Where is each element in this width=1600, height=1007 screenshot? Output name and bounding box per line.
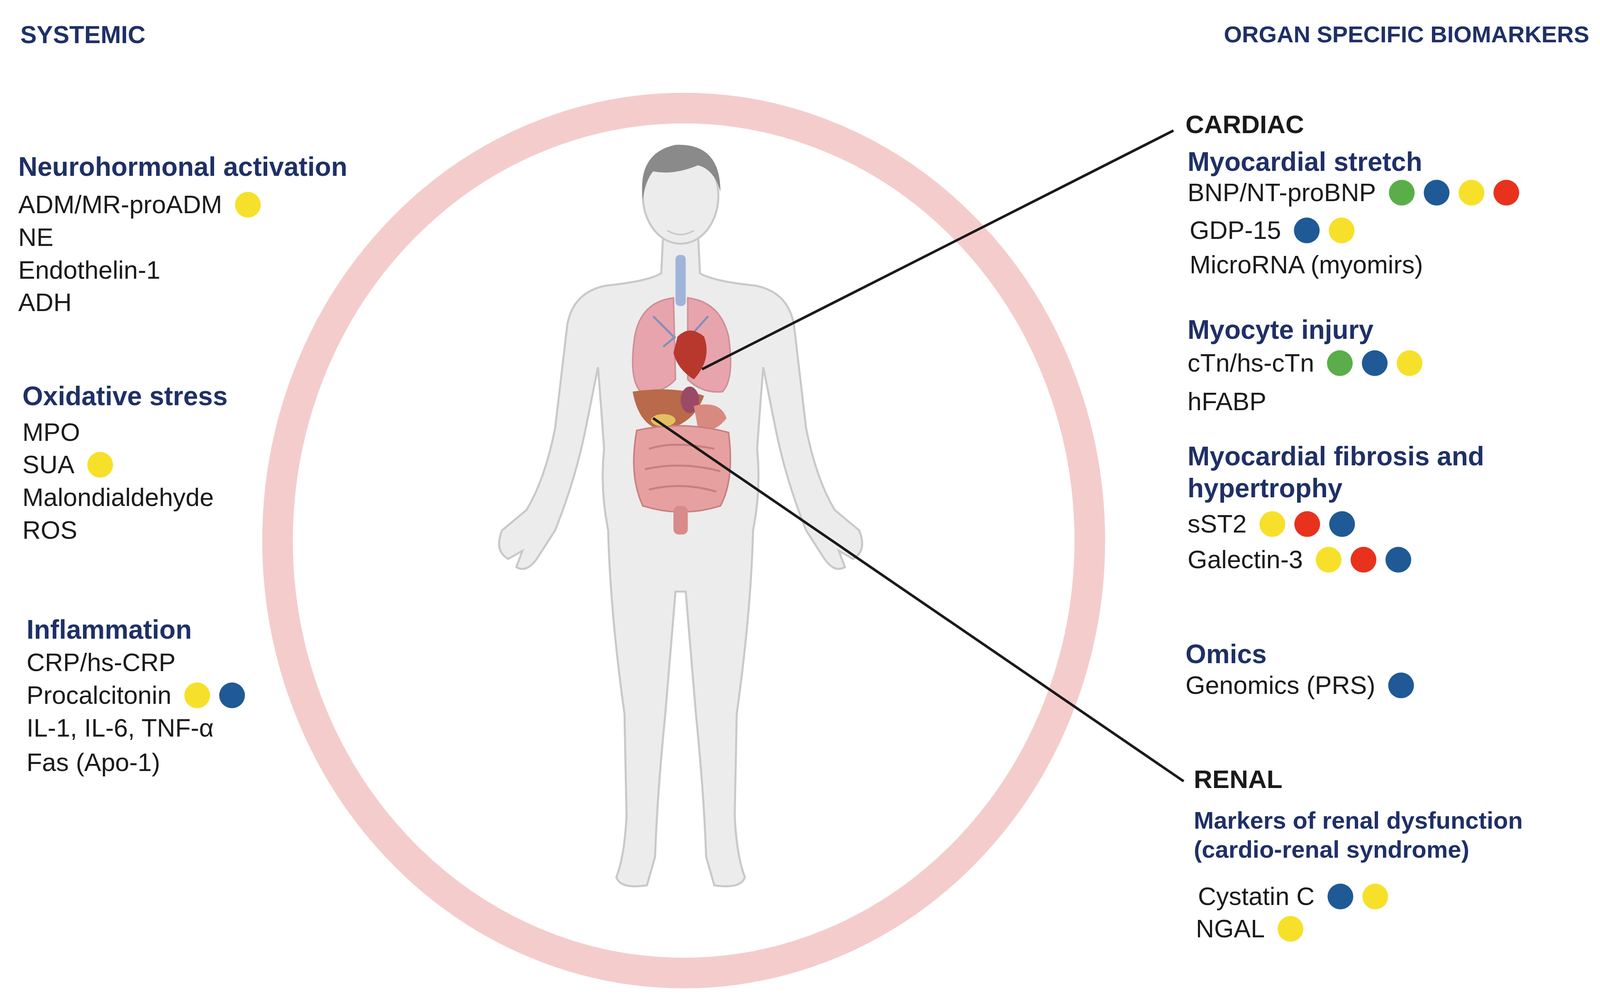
group-heading: Inflammation — [26, 614, 192, 647]
biomarker-name: CRP/hs-CRP — [26, 647, 176, 679]
group-heading: Oxidative stress — [22, 380, 228, 413]
biomarker-name: SUA — [22, 449, 75, 481]
group-heading: Myocardial stretch — [1187, 146, 1423, 179]
evidence-dot — [1388, 180, 1415, 206]
leader-line — [653, 418, 1184, 782]
evidence-dot — [1329, 511, 1355, 538]
evidence-dot — [1423, 180, 1450, 206]
evidence-dot — [234, 192, 261, 218]
section-heading: ORGAN SPECIFIC BIOMARKERS — [1224, 20, 1590, 49]
evidence-dot — [1277, 916, 1304, 943]
evidence-dot — [1388, 673, 1415, 699]
evidence-dot — [1362, 884, 1388, 910]
group-heading: Neurohormonal activation — [18, 151, 348, 183]
biomarker-name: Cystatin C — [1197, 881, 1315, 913]
section-heading: SYSTEMIC — [20, 20, 146, 50]
evidence-dot — [1293, 217, 1320, 244]
biomarker-name: MPO — [22, 417, 81, 448]
biomarker-name: Fas (Apo-1) — [26, 747, 161, 779]
biomarker-name: MicroRNA (myomirs) — [1189, 249, 1424, 281]
biomarker-name: Galectin-3 — [1187, 544, 1303, 576]
biomarker-name: IL-1, IL-6, TNF-α — [26, 713, 214, 744]
evidence-dot — [1493, 180, 1520, 206]
biomarker-name: hFABP — [1187, 386, 1267, 418]
evidence-dot — [1396, 350, 1423, 377]
evidence-dot — [1328, 217, 1355, 244]
biomarker-name: NE — [18, 222, 54, 253]
biomarker-name: sST2 — [1187, 509, 1247, 540]
biomarker-name: NGAL — [1195, 914, 1265, 945]
evidence-dot — [1361, 350, 1388, 377]
evidence-dot — [87, 452, 113, 479]
ring — [277, 108, 1091, 974]
biomarker-name: Malondialdehyde — [22, 482, 214, 513]
biomarker-name: ROS — [22, 515, 78, 546]
evidence-dot — [1385, 547, 1412, 574]
evidence-dot — [1259, 511, 1286, 538]
biomarker-name: Endothelin-1 — [18, 255, 161, 286]
leader-line — [702, 130, 1174, 370]
group-heading: Myocyte injury — [1187, 314, 1374, 347]
evidence-dot — [184, 682, 210, 709]
biomarker-name: GDP-15 — [1189, 215, 1281, 246]
evidence-dot — [1315, 547, 1342, 574]
evidence-dot — [1350, 547, 1377, 574]
biomarker-name: Procalcitonin — [26, 680, 172, 711]
organ-heading: RENAL — [1193, 764, 1283, 796]
evidence-dot — [219, 682, 245, 709]
evidence-dot — [1326, 350, 1353, 377]
evidence-dot — [1327, 884, 1354, 910]
group-heading: Myocardial fibrosis and hypertrophy — [1187, 440, 1520, 505]
group-heading: Omics — [1185, 638, 1267, 671]
biomarker-name: ADH — [18, 287, 72, 318]
biomarker-name: cTn/hs-cTn — [1187, 348, 1315, 379]
human-figure — [499, 144, 863, 887]
organs — [632, 255, 731, 535]
organ-heading: CARDIAC — [1185, 109, 1305, 140]
biomarker-name: Genomics (PRS) — [1185, 670, 1376, 701]
biomarker-name: BNP/NT-proBNP — [1187, 177, 1376, 208]
group-heading: Markers of renal dysfunction (cardio-ren… — [1193, 806, 1593, 864]
evidence-dot — [1458, 180, 1485, 206]
evidence-dot — [1294, 511, 1320, 538]
biomarker-name: ADM/MR-proADM — [18, 189, 222, 220]
